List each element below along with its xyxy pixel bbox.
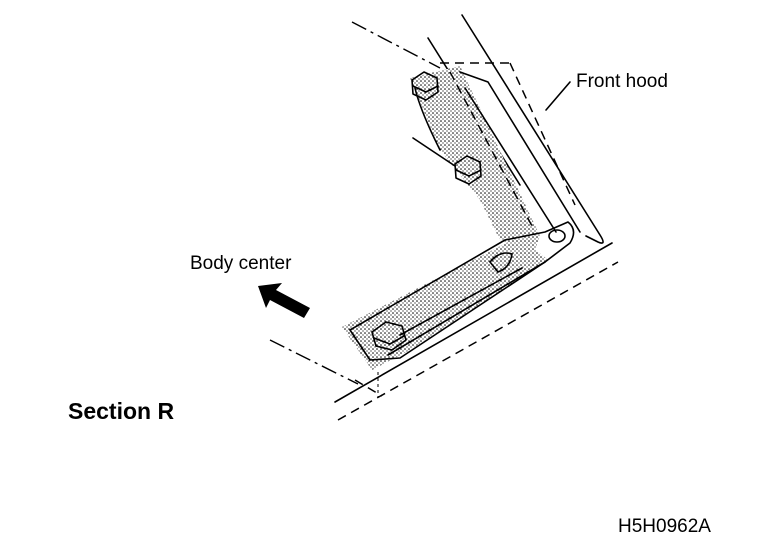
body-center-arrow-icon bbox=[258, 283, 310, 318]
figure-code: H5H0962A bbox=[618, 516, 711, 537]
bolt-middle bbox=[412, 137, 482, 185]
bolt-upper bbox=[411, 71, 439, 101]
body-center-label: Body center bbox=[190, 253, 292, 274]
hinge-lower-arm bbox=[342, 221, 575, 370]
front-hood-leader bbox=[545, 81, 571, 111]
hinge-upper-arm bbox=[410, 66, 581, 250]
center-line bbox=[269, 21, 441, 385]
bolt-lower bbox=[371, 321, 407, 351]
body-panel-lines bbox=[334, 242, 619, 421]
section-title: Section R bbox=[68, 398, 174, 424]
front-hood-label: Front hood bbox=[576, 71, 668, 92]
